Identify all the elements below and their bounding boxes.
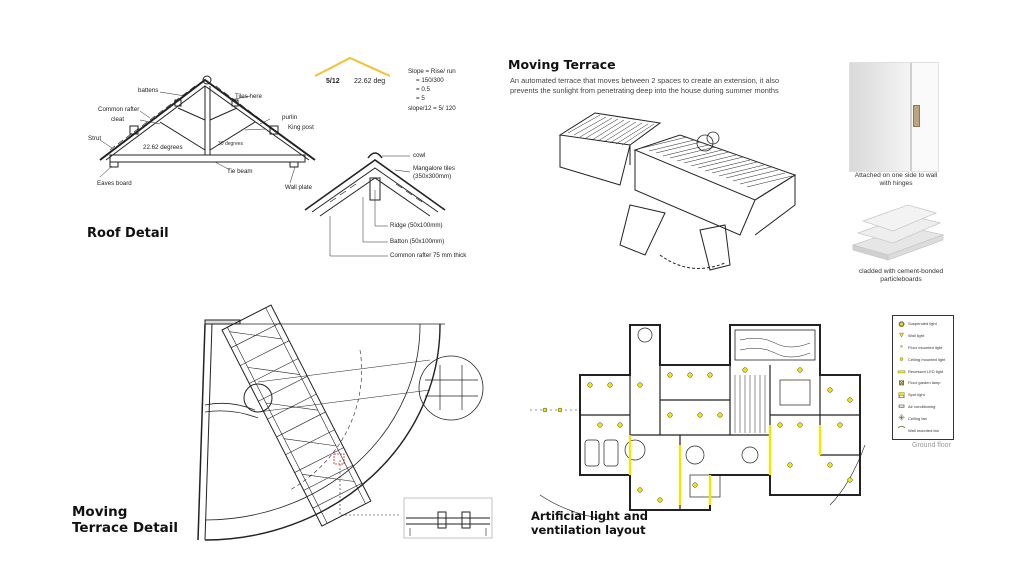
legend-label: Air conditioning: [908, 403, 936, 409]
legend-label: Floor garden lamp: [908, 380, 941, 386]
label-wall-plate: Wall plate: [285, 184, 312, 191]
terrace-sketch: [558, 112, 797, 271]
label-angle: 22.62 degrees: [143, 144, 183, 151]
terrace-detail-section: Moving Terrace Detail: [0, 290, 500, 578]
roof-detail-section: battens Tiles here Common rafter cleat p…: [0, 0, 500, 290]
terrace-detail-drawing: [197, 304, 493, 541]
legend-label: Wall mounted fan: [908, 427, 939, 433]
ceiling-light-icon: ●: [899, 355, 904, 363]
legend-list: ◉Suspended light▼Wall light•Floor mounte…: [893, 316, 953, 438]
wall-light-icon: ▼: [898, 332, 905, 340]
terrace-detail-title-2: Terrace Detail: [72, 520, 179, 536]
label-cleat: cleat: [111, 116, 125, 123]
slope-line-2: = 150/300: [416, 77, 444, 84]
label-common-rafter-75: Common rafter 75 mm thick: [390, 252, 467, 259]
recessed-led-icon: ▬: [898, 367, 905, 375]
label-strut: Strut: [88, 135, 102, 142]
label-mangalore-1: Mangalore tiles: [413, 165, 455, 172]
moving-terrace-title: Moving Terrace: [508, 57, 616, 72]
floor-label: Ground floor: [912, 442, 951, 449]
label-tiles-here: Tiles here: [235, 93, 262, 100]
slope-formula: slope/12 = 5/ 120: [408, 105, 456, 112]
legend-label: Ceiling fan: [908, 415, 927, 421]
lighting-title-1: Artificial light and: [531, 509, 648, 523]
label-angle-small: 30 degrees: [218, 141, 244, 147]
legend-item: ● Ceiling mounted light: [895, 353, 951, 365]
board-caption-1: cladded with cement-bonded: [858, 268, 944, 275]
label-purlin: purlin: [282, 114, 298, 121]
slope-line-1: Slope = Rise/ run: [408, 68, 456, 75]
legend-label: Spot light: [908, 392, 925, 398]
legend-label: Wall light: [908, 333, 925, 339]
legend-item: ✣Ceiling fan: [895, 412, 951, 424]
legend-item: ⌒Wall mounted fan: [895, 424, 951, 436]
label-mangalore-2: (350x300mm): [413, 173, 452, 180]
slope-line-3: = 0.5: [416, 86, 430, 93]
lighting-title-2: ventilation layout: [531, 523, 646, 537]
suspended-light-icon: ◉: [898, 320, 905, 328]
wall-fan-icon: ⌒: [898, 427, 905, 435]
lighting-legend: ◉Suspended light▼Wall light•Floor mounte…: [892, 315, 954, 440]
slope-deg: 22.62 deg: [354, 78, 386, 85]
floor-light-icon: •: [900, 343, 903, 351]
label-ridge: Ridge (50x100mm): [390, 222, 443, 229]
legend-item: ▬Recessed LED light: [895, 365, 951, 377]
lighting-section: ◉Suspended light▼Wall light•Floor mounte…: [500, 290, 1027, 578]
ridge-detail-drawing: [304, 152, 446, 257]
spot-light-icon: ⬒: [898, 391, 905, 399]
legend-label: Recessed LED light: [908, 368, 944, 374]
hinge-icon: [913, 105, 920, 127]
ground-floor-plan: [530, 324, 866, 521]
legend-item: ◉Suspended light: [895, 318, 951, 330]
slope-calculation: Slope = Rise/ run = 150/300 = 0.5 = 5: [408, 67, 456, 103]
legend-label: Ceiling mounted light: [908, 356, 946, 362]
hinge-caption: Attached on one side to wall with hinges: [850, 172, 942, 188]
label-eaves-board: Eaves board: [97, 180, 132, 187]
garden-lamp-icon: ⊠: [898, 379, 905, 387]
particleboards-photo: [851, 204, 945, 261]
air-conditioning-icon: ▭: [898, 403, 905, 411]
slope-line-4: = 5: [416, 95, 425, 102]
terrace-detail-title: Moving Terrace Detail: [72, 504, 178, 536]
label-tie-beam: Tie beam: [227, 168, 253, 175]
legend-label: Suspended light: [908, 321, 937, 327]
hinge-caption-2: with hinges: [879, 180, 913, 187]
slope-ratio: 5/12: [326, 78, 340, 85]
legend-item: ⊠Floor garden lamp: [895, 377, 951, 389]
legend-item: ▭Air conditioning: [895, 401, 951, 413]
roof-truss-drawing: [99, 75, 316, 184]
hinge-photo: [849, 62, 939, 172]
ceiling-fan-icon: ✣: [898, 415, 905, 423]
roof-detail-title: Roof Detail: [87, 226, 169, 241]
moving-terrace-description: An automated terrace that moves between …: [510, 76, 780, 95]
label-batten: Batton (50x100mm): [390, 238, 445, 245]
moving-terrace-section: Moving Terrace An automated terrace that…: [500, 0, 1027, 290]
label-common-rafter: Common rafter: [98, 106, 140, 113]
legend-item: • Floor mounted light: [895, 342, 951, 354]
label-cowl: cowl: [413, 152, 426, 159]
board-caption-2: particleboards: [880, 276, 922, 283]
hinge-caption-1: Attached on one side to wall: [854, 172, 938, 179]
lighting-title: Artificial light and ventilation layout: [531, 509, 648, 537]
label-king-post: King post: [288, 124, 314, 131]
slope-diagram: [314, 56, 391, 77]
board-caption: cladded with cement-bonded particleboard…: [845, 268, 957, 284]
terrace-detail-title-1: Moving: [72, 504, 128, 520]
label-battens: battens: [138, 87, 159, 94]
legend-label: Floor mounted light: [908, 344, 943, 350]
legend-item: ▼Wall light: [895, 330, 951, 342]
legend-item: ⬒Spot light: [895, 389, 951, 401]
